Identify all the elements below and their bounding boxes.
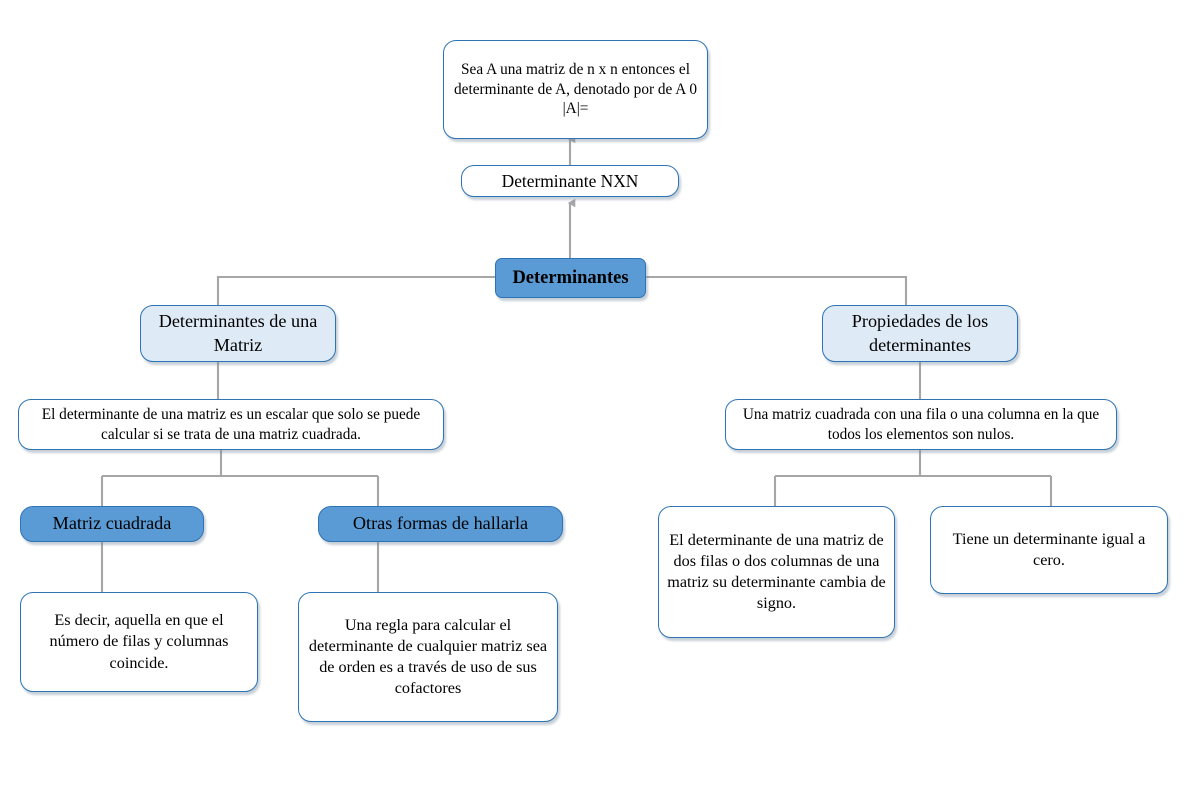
node-left-leaf-matriz-cuadrada-label: Es decir, aquella en que el número de fi…	[49, 611, 229, 672]
node-left-leaf-matriz-cuadrada[interactable]: Es decir, aquella en que el número de fi…	[20, 592, 258, 692]
node-right-detail[interactable]: Una matriz cuadrada con una fila o una c…	[725, 399, 1117, 450]
node-propiedades-de-los-determinantes[interactable]: Propiedades de los determinantes	[822, 305, 1018, 362]
connector-root-to-right-branch	[646, 275, 908, 308]
node-left-detail-label: El determinante de una matriz es un esca…	[41, 405, 421, 443]
node-root-determinantes[interactable]: Determinantes	[495, 258, 646, 298]
node-left-leaf-cofactores-label: Una regla para calcular el determinante …	[308, 615, 548, 698]
node-determinante-nxn[interactable]: Determinante NXN	[461, 165, 679, 197]
node-otras-formas-de-hallarla-label: Otras formas de hallarla	[352, 513, 529, 534]
node-otras-formas-de-hallarla[interactable]: Otras formas de hallarla	[318, 506, 563, 542]
node-root-label: Determinantes	[512, 267, 629, 288]
node-right-leaf-cambia-de-signo[interactable]: El determinante de una matriz de dos fil…	[658, 506, 895, 638]
node-left-detail[interactable]: El determinante de una matriz es un esca…	[18, 399, 444, 450]
connector-left-detail-splitter	[100, 450, 380, 506]
connector-right-detail-splitter	[773, 450, 1053, 506]
node-right-leaf-cambia-de-signo-label: El determinante de una matriz de dos fil…	[667, 530, 886, 613]
node-definition-label: Sea A una matriz de n x n entonces el de…	[454, 60, 697, 118]
connector-root-to-left-branch	[216, 275, 495, 308]
node-definition[interactable]: Sea A una matriz de n x n entonces el de…	[443, 40, 708, 139]
node-matriz-cuadrada[interactable]: Matriz cuadrada	[20, 506, 204, 542]
node-propiedades-de-los-determinantes-label: Propiedades de los determinantes	[851, 310, 989, 355]
node-right-leaf-determinante-cero-label: Tiene un determinante igual a cero.	[952, 529, 1146, 569]
node-matriz-cuadrada-label: Matriz cuadrada	[52, 513, 172, 534]
node-right-detail-label: Una matriz cuadrada con una fila o una c…	[742, 405, 1100, 443]
node-determinantes-de-una-matriz[interactable]: Determinantes de una Matriz	[140, 305, 336, 362]
node-right-leaf-determinante-cero[interactable]: Tiene un determinante igual a cero.	[930, 506, 1168, 594]
node-left-leaf-cofactores[interactable]: Una regla para calcular el determinante …	[298, 592, 558, 722]
node-determinantes-de-una-matriz-label: Determinantes de una Matriz	[158, 310, 318, 355]
node-determinante-nxn-label: Determinante NXN	[501, 170, 639, 191]
